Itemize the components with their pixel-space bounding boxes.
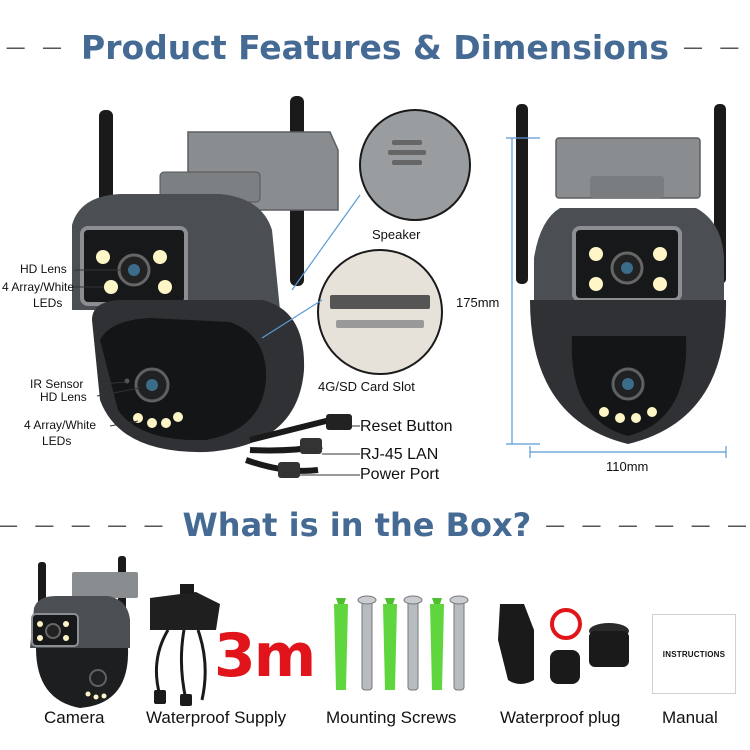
cable-icon: [249, 417, 331, 443]
label-hd-lens-bottom: HD Lens: [40, 390, 87, 404]
label-leds-top-2: LEDs: [33, 296, 63, 310]
reset-button-cap-icon: [326, 414, 352, 430]
label-power-port: Power Port: [360, 466, 440, 483]
box-heading: — — — — — What is in the Box? — — — — — …: [0, 500, 750, 550]
power-supply-icon: [150, 584, 220, 706]
label-rj45: RJ-45 LAN: [360, 446, 439, 463]
box-title: What is in the Box?: [182, 506, 532, 544]
label-leds-bottom-1: 4 Array/White: [24, 418, 97, 432]
label-card-slot: 4G/SD Card Slot: [318, 379, 415, 394]
manual-booklet: INSTRUCTIONS: [652, 614, 736, 694]
heading-dashes-right: — — — — — —: [545, 513, 750, 537]
height-label: 175mm: [456, 295, 500, 310]
manual-cover-text: INSTRUCTIONS: [662, 649, 726, 659]
heading-dashes-left: — — — — —: [0, 513, 169, 537]
label-leds-top-1: 4 Array/White: [2, 280, 75, 294]
heading-dashes-right: — — —: [683, 35, 750, 59]
label-hd-lens-top: HD Lens: [20, 262, 67, 276]
heading-dashes-left: — — —: [0, 35, 68, 59]
power-connector-icon: [278, 462, 300, 478]
led-icon: [104, 280, 118, 294]
rj45-connector-icon: [300, 438, 322, 454]
main-camera-illustration: [72, 96, 471, 478]
antenna-left-icon: [99, 110, 113, 210]
antenna-left-icon: [516, 104, 528, 284]
features-title: Product Features & Dimensions: [81, 27, 669, 67]
caption-camera: Camera: [44, 708, 105, 727]
led-icon: [158, 280, 172, 294]
caption-supply: Waterproof Supply: [146, 708, 287, 727]
label-leds-bottom-2: LEDs: [42, 434, 72, 448]
caption-screws: Mounting Screws: [326, 708, 457, 727]
mounting-screws-icon: [334, 595, 469, 691]
caption-manual: Manual: [662, 708, 718, 727]
features-heading: — — — Product Features & Dimensions — — …: [0, 22, 750, 72]
label-ir-sensor: IR Sensor: [30, 377, 84, 391]
label-speaker: Speaker: [372, 227, 421, 242]
label-reset-button: Reset Button: [360, 418, 453, 435]
card-slot-callout: [317, 249, 443, 375]
waterproof-plug-icon: [498, 604, 629, 684]
caption-plug: Waterproof plug: [500, 708, 621, 727]
camera-item-icon: [30, 556, 138, 708]
cable-length-text: 3m: [214, 621, 316, 691]
dimension-camera-illustration: [506, 104, 727, 458]
width-label: 110mm: [606, 459, 649, 474]
led-icon: [96, 250, 110, 264]
led-icon: [153, 250, 167, 264]
